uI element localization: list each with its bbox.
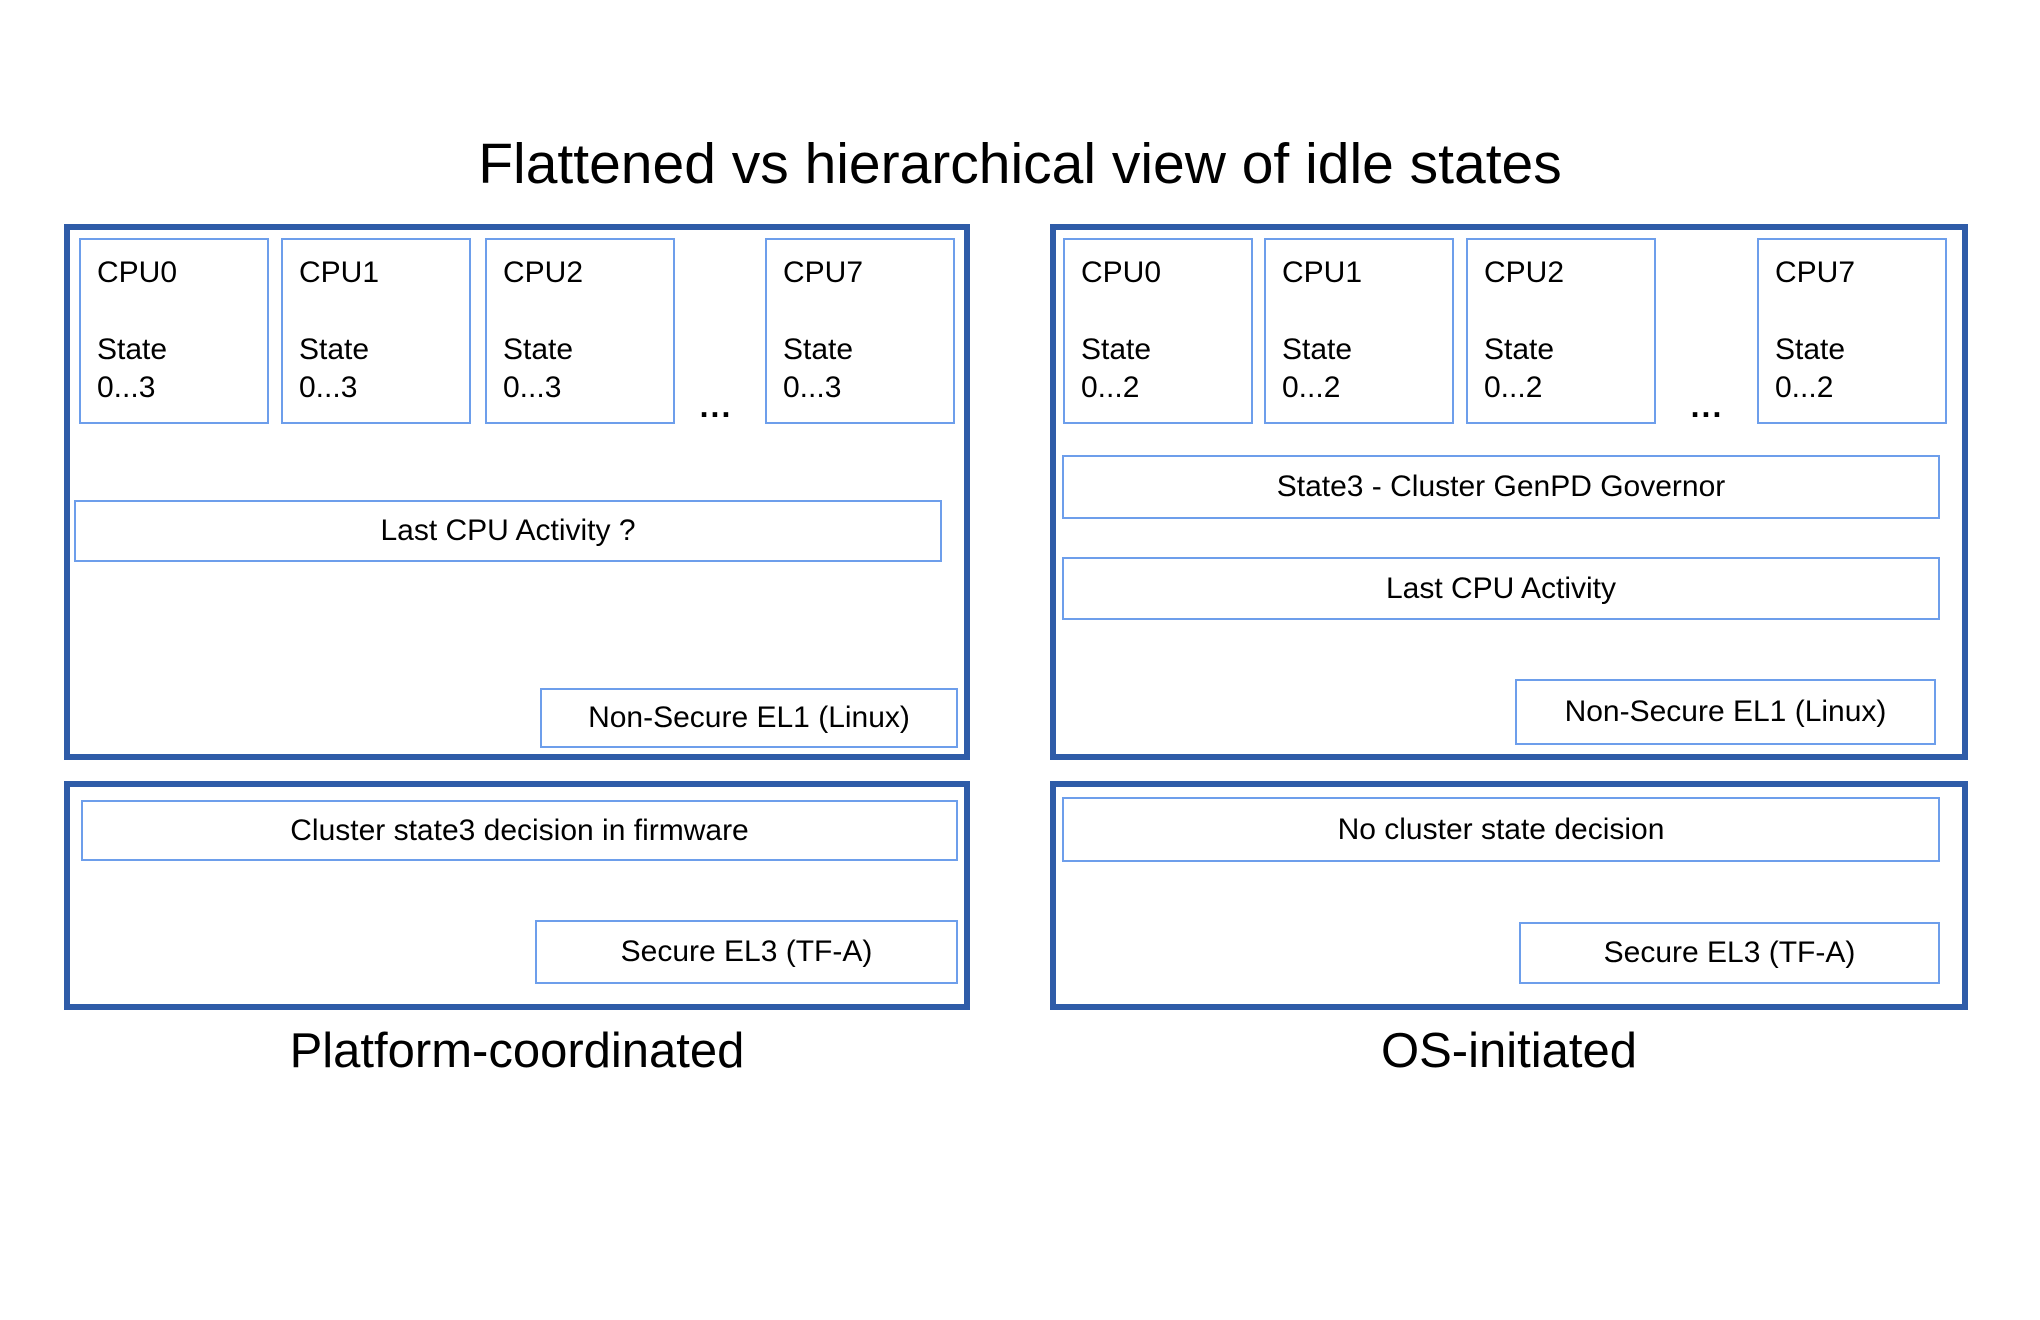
- cpu-state-label: State: [1484, 333, 1555, 366]
- cpu-state-range: 0...2: [1484, 370, 1543, 404]
- cpu-state-label: State: [1081, 333, 1152, 366]
- cluster-decision-box: No cluster state decision: [1062, 797, 1940, 862]
- cpu-state-label: State: [97, 333, 168, 366]
- cpu-state-range: 0...3: [97, 370, 156, 404]
- secure-el3-box: Secure EL3 (TF-A): [1519, 922, 1940, 984]
- cpu-state-range: 0...3: [299, 370, 358, 404]
- cpu-state-range: 0...2: [1775, 370, 1834, 404]
- cpu-state: State 0...3: [97, 331, 167, 406]
- secure-el3-box: Secure EL3 (TF-A): [535, 920, 958, 984]
- cpu-name: CPU0: [1081, 256, 1162, 289]
- cpu-box: CPU0 State 0...2: [1063, 238, 1253, 424]
- last-cpu-activity-box: Last CPU Activity: [1062, 557, 1940, 620]
- cpu-state-range: 0...3: [503, 370, 562, 404]
- cpu-ellipsis: ...: [699, 388, 733, 424]
- panel-osi-nonsecure: CPU0 State 0...2 CPU1 State 0...2 CPU2 S…: [1050, 224, 1968, 760]
- cpu-name: CPU0: [97, 256, 178, 289]
- cpu-state-range: 0...2: [1081, 370, 1140, 404]
- cpu-state: State 0...2: [1081, 331, 1151, 406]
- cluster-decision-box: Cluster state3 decision in firmware: [81, 800, 958, 861]
- panel-osi-secure: No cluster state decision Secure EL3 (TF…: [1050, 781, 1968, 1010]
- nonsecure-el1-box: Non-Secure EL1 (Linux): [1515, 679, 1936, 745]
- cpu-state: State 0...3: [299, 331, 369, 406]
- panel-platform-nonsecure: CPU0 State 0...3 CPU1 State 0...3 CPU2 S…: [64, 224, 970, 760]
- cpu-name: CPU7: [1775, 256, 1856, 289]
- cpu-state-label: State: [783, 333, 854, 366]
- cpu-state: State 0...3: [783, 331, 853, 406]
- cpu-name: CPU1: [1282, 256, 1363, 289]
- cpu-name: CPU2: [503, 256, 584, 289]
- cpu-box: CPU0 State 0...3: [79, 238, 269, 424]
- cpu-state: State 0...2: [1282, 331, 1352, 406]
- cpu-box: CPU1 State 0...2: [1264, 238, 1454, 424]
- cpu-ellipsis: ...: [1690, 388, 1724, 424]
- cpu-name: CPU7: [783, 256, 864, 289]
- cpu-state-range: 0...2: [1282, 370, 1341, 404]
- cpu-state-label: State: [1775, 333, 1846, 366]
- cpu-state: State 0...2: [1775, 331, 1845, 406]
- cpu-box: CPU1 State 0...3: [281, 238, 471, 424]
- cpu-box: CPU2 State 0...3: [485, 238, 675, 424]
- last-cpu-activity-box: Last CPU Activity ?: [74, 500, 942, 562]
- cpu-name: CPU2: [1484, 256, 1565, 289]
- cpu-state: State 0...3: [503, 331, 573, 406]
- page-title: Flattened vs hierarchical view of idle s…: [478, 132, 1562, 196]
- cpu-state: State 0...2: [1484, 331, 1554, 406]
- panel-platform-secure: Cluster state3 decision in firmware Secu…: [64, 781, 970, 1010]
- nonsecure-el1-box: Non-Secure EL1 (Linux): [540, 688, 958, 748]
- cpu-name: CPU1: [299, 256, 380, 289]
- caption-os-initiated: OS-initiated: [1380, 1024, 1637, 1078]
- cpu-box: CPU7 State 0...2: [1757, 238, 1947, 424]
- cpu-state-range: 0...3: [783, 370, 842, 404]
- caption-platform-coordinated: Platform-coordinated: [289, 1024, 745, 1078]
- cpu-state-label: State: [299, 333, 370, 366]
- cluster-genpd-governor-box: State3 - Cluster GenPD Governor: [1062, 455, 1940, 519]
- cpu-state-label: State: [503, 333, 574, 366]
- cpu-box: CPU2 State 0...2: [1466, 238, 1656, 424]
- cpu-box: CPU7 State 0...3: [765, 238, 955, 424]
- cpu-state-label: State: [1282, 333, 1353, 366]
